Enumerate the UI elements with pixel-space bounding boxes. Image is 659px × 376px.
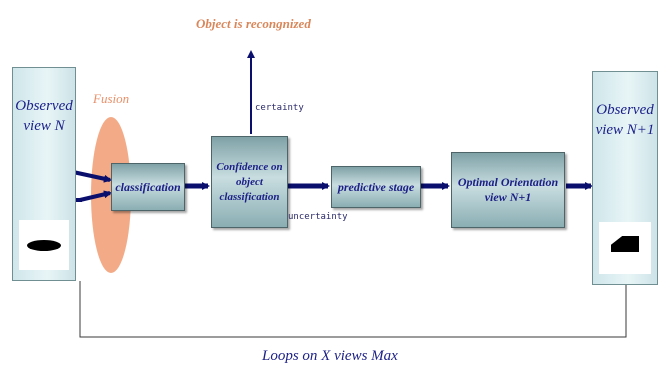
optimal-orientation-box: Optimal Orientation view N+1 xyxy=(451,152,565,228)
loop-label: Loops on X views Max xyxy=(262,348,398,364)
predictive-stage-box: predictive stage xyxy=(331,166,421,208)
observed-view-n-thumbnail xyxy=(19,220,69,270)
certainty-label: certainty xyxy=(255,103,304,113)
observed-view-n: Observed view N xyxy=(12,67,76,281)
confidence-box: Confidence on object classification xyxy=(211,136,288,228)
fusion-label: Fusion xyxy=(93,91,130,106)
observed-view-n1-label: Observed view N+1 xyxy=(595,102,655,138)
loop-line xyxy=(79,281,627,338)
observed-view-n1: Observed view N+1 xyxy=(592,71,658,285)
arrow-obs-to-class-top xyxy=(72,170,112,183)
observed-view-n-label: Observed view N xyxy=(15,98,73,134)
observed-view-n1-thumbnail xyxy=(599,222,651,274)
arrow-obs-to-class-bottom xyxy=(79,190,112,202)
diagram-title: Object is recongnized xyxy=(196,16,311,31)
classification-box: classification xyxy=(111,163,185,211)
uncertainty-label: uncertainty xyxy=(288,212,348,222)
